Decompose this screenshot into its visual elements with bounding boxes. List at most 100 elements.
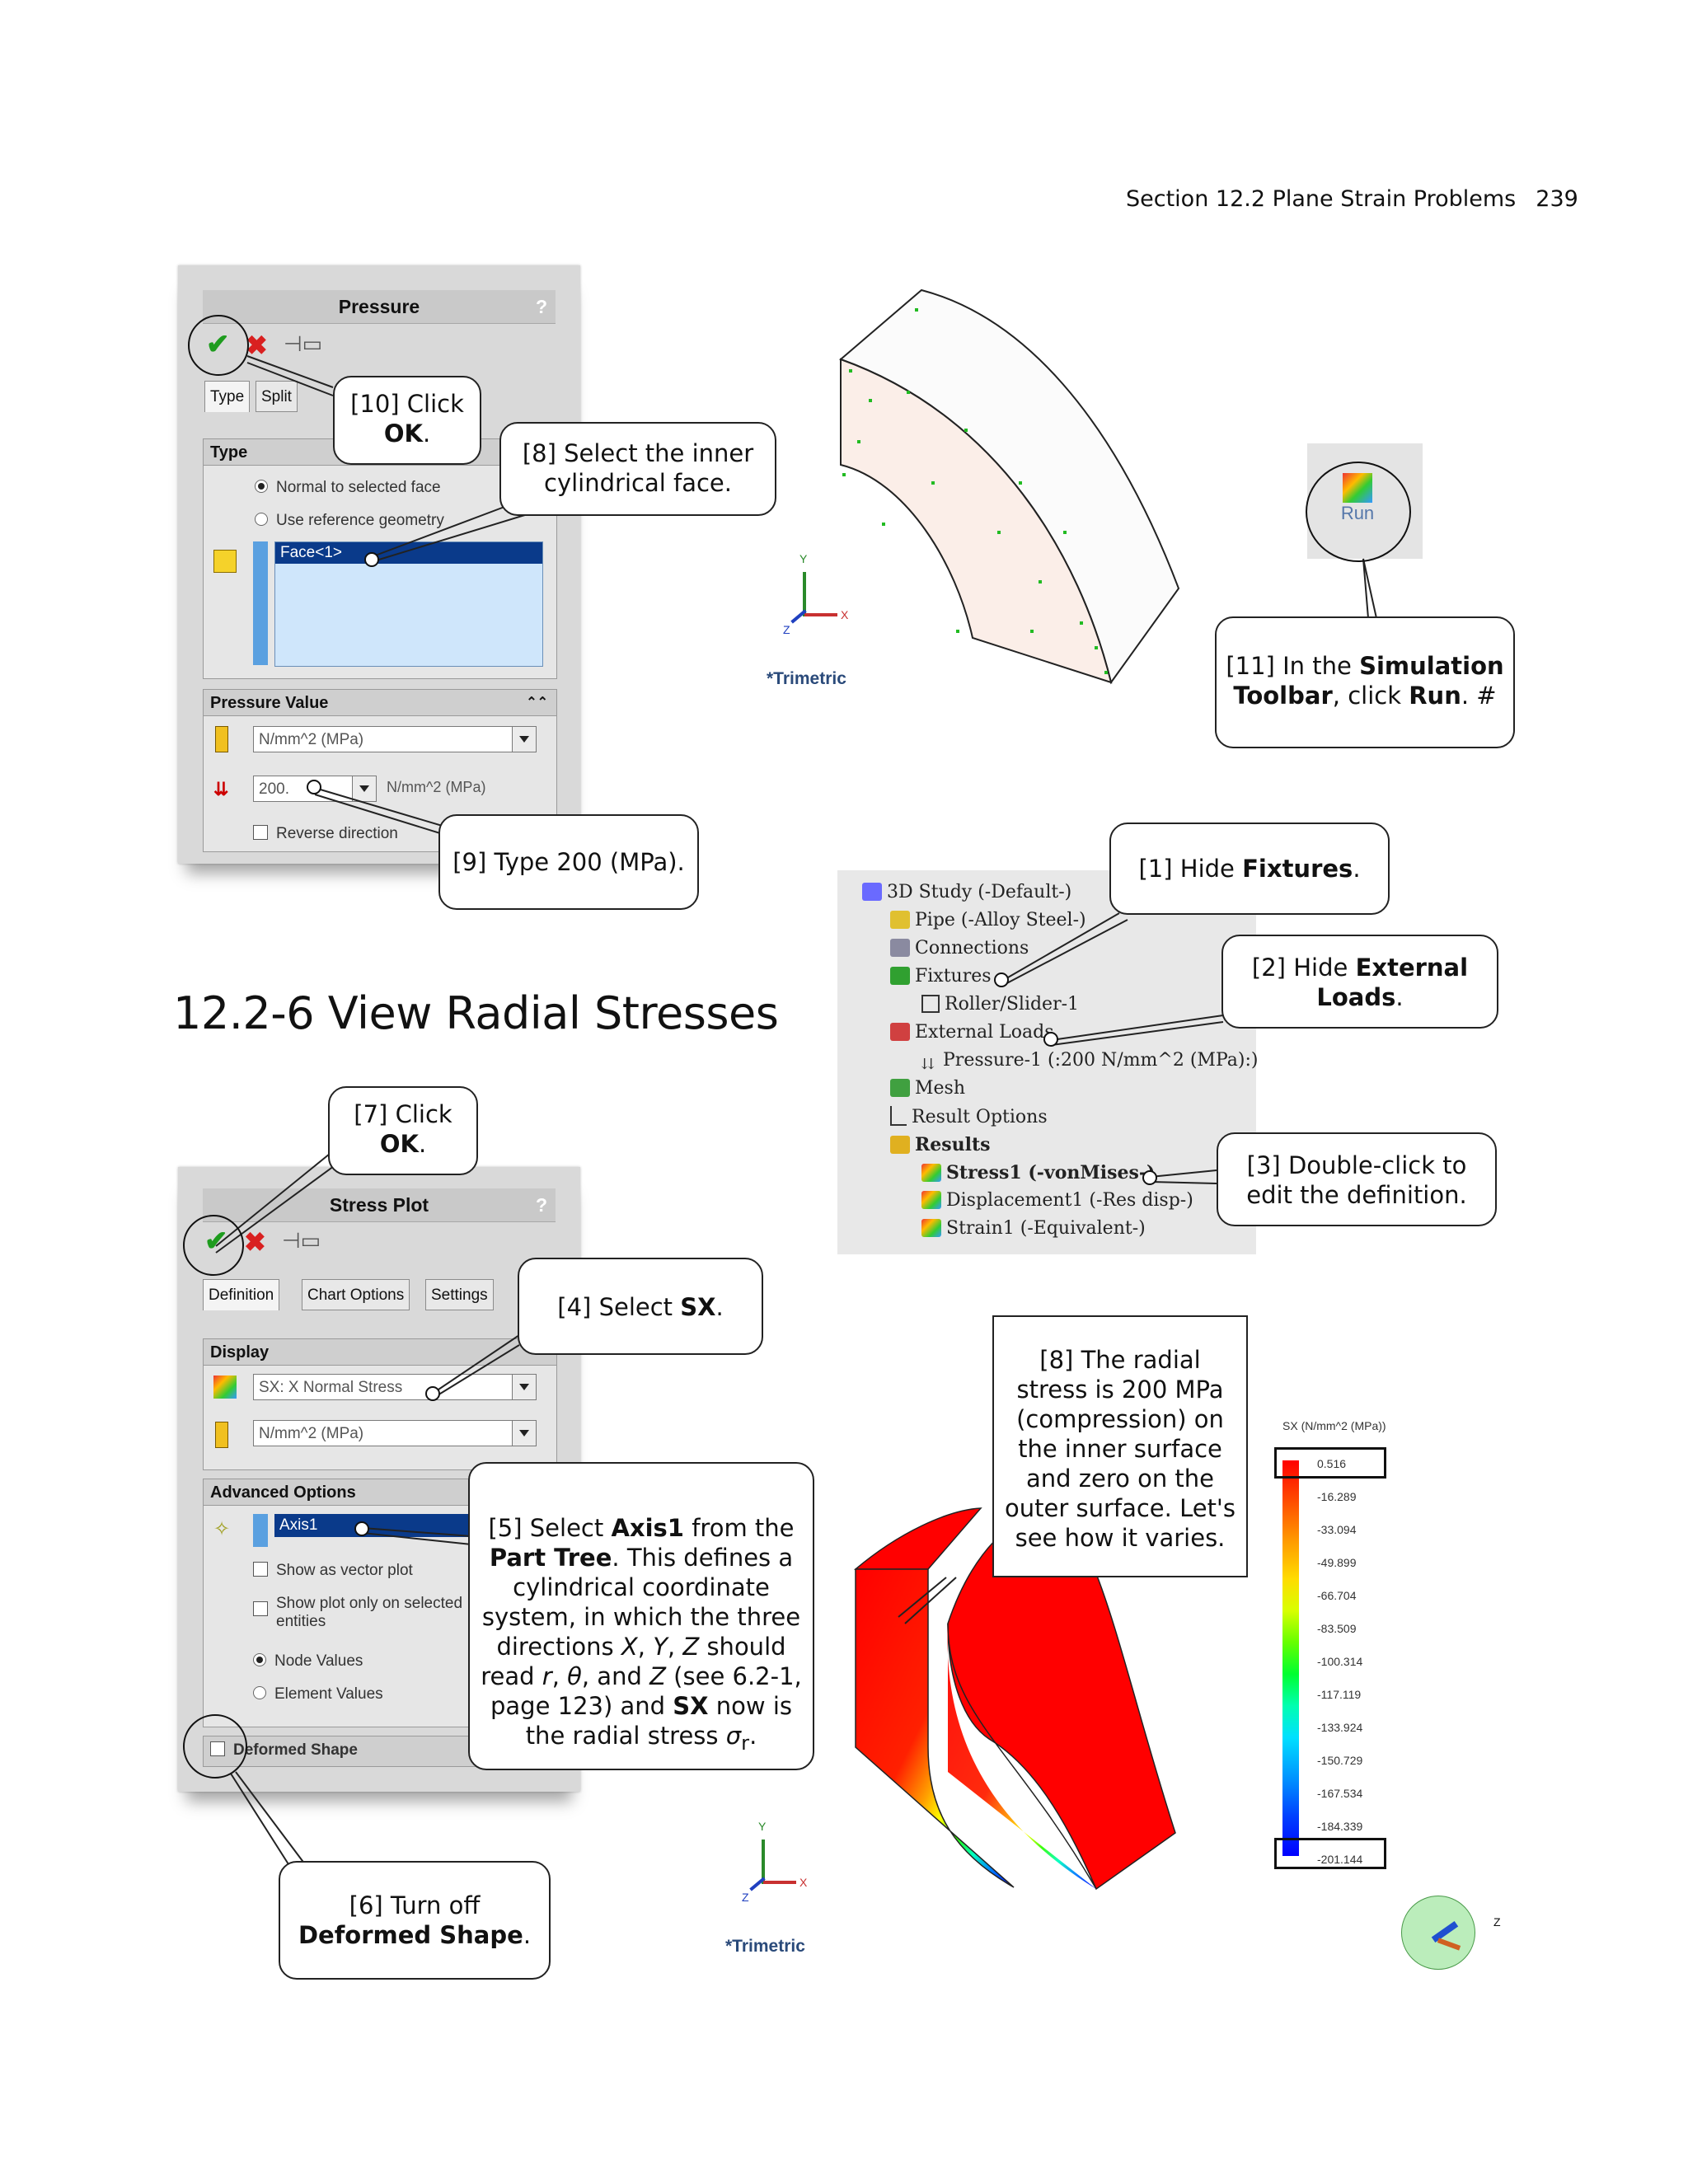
show-selected-checkbox[interactable]: Show plot only on selected entities <box>253 1595 467 1631</box>
legend-value: -66.704 <box>1317 1589 1357 1602</box>
legend-value: -184.339 <box>1317 1820 1363 1833</box>
legend-value: -16.289 <box>1317 1490 1357 1503</box>
legend-value: -167.534 <box>1317 1787 1363 1800</box>
ok-highlight-ring <box>188 315 249 376</box>
callout-pointer-dot <box>425 1386 440 1401</box>
legend-value: -33.094 <box>1317 1523 1357 1536</box>
callout-pointer-dot <box>1043 1032 1058 1047</box>
stress-component-select[interactable]: SX: X Normal Stress <box>253 1374 537 1400</box>
cancel-x-icon[interactable]: ✖ <box>246 330 268 360</box>
tree-item-stress1[interactable]: Stress1 (-vonMises-) <box>921 1162 1155 1183</box>
tree-item-results[interactable]: Results <box>890 1134 991 1155</box>
selected-face-item[interactable]: Face<1> <box>275 542 542 564</box>
pushpin-icon[interactable]: ⊣▭ <box>284 331 323 356</box>
tab-definition[interactable]: Definition <box>203 1279 280 1310</box>
pressure-arrows-icon: ⇊ <box>213 779 229 799</box>
callout-pointer-dot <box>994 972 1009 987</box>
legend-title: SX (N/mm^2 (MPa)) <box>1282 1419 1386 1432</box>
simulation-study-tree: 3D Study (-Default-) Pipe (-Alloy Steel-… <box>837 870 1259 1254</box>
radio-node-values[interactable]: Node Values <box>253 1652 363 1671</box>
collapse-icon[interactable]: ⌃⌃ <box>526 696 548 710</box>
radio-reference-geometry[interactable]: Use reference geometry <box>255 512 444 530</box>
orientation-globe-icon: Z <box>1401 1887 1501 1978</box>
tree-item-mesh[interactable]: Mesh <box>890 1078 965 1099</box>
tree-item-external-loads[interactable]: External Loads <box>890 1022 1054 1043</box>
tree-item-part[interactable]: Pipe (-Alloy Steel-) <box>890 910 1086 930</box>
tree-item-roller-slider[interactable]: Roller/Slider-1 <box>921 994 1079 1015</box>
legend-value: -117.119 <box>1317 1688 1362 1701</box>
ok-highlight-ring <box>183 1215 244 1276</box>
unit-select[interactable]: N/mm^2 (MPa) <box>253 1420 537 1446</box>
tree-item-displacement1[interactable]: Displacement1 (-Res disp-) <box>921 1190 1193 1211</box>
tree-item-fixtures[interactable]: Fixtures <box>890 966 992 987</box>
legend-value: 0.516 <box>1317 1457 1347 1470</box>
callout-8-inner-face: [8] Select the inner cylindrical face. <box>499 422 776 516</box>
pressure-unit-label: N/mm^2 (MPa) <box>387 779 486 795</box>
legend-values: 0.516 -16.289 -33.094 -49.899 -66.704 -8… <box>1301 1457 1362 1866</box>
display-group: Display SX: X Normal Stress N/mm^2 (MPa) <box>203 1338 557 1470</box>
show-vector-checkbox[interactable]: Show as vector plot <box>253 1562 413 1580</box>
radio-element-values[interactable]: Element Values <box>253 1685 383 1704</box>
callout-9: [9] Type 200 (MPa). <box>438 814 699 910</box>
view-orientation-label-bottom: *Trimetric <box>725 1937 805 1956</box>
panel-title-text: Pressure <box>338 296 420 317</box>
axis-reference-icon: ✧ <box>213 1518 231 1540</box>
legend-min-highlight <box>1274 1838 1386 1869</box>
callout-2: [2] Hide External Loads. <box>1221 935 1498 1029</box>
cancel-x-icon[interactable]: ✖ <box>244 1227 266 1257</box>
tree-item-pressure[interactable]: ⇊Pressure-1 (:200 N/mm^2 (MPa):) <box>921 1050 1259 1073</box>
legend-color-bar <box>1282 1460 1299 1856</box>
callout-11: [11] In the Simulation Toolbar, click Ru… <box>1215 616 1515 748</box>
callout-pointer-dot <box>1142 1170 1157 1185</box>
radial-stress-result-model <box>853 1507 1176 1891</box>
help-icon[interactable]: ? <box>535 1194 547 1216</box>
callout-pointer-dot <box>354 1521 369 1536</box>
header-section: Section 12.2 Plane Strain Problems <box>1126 186 1517 212</box>
legend-value: -150.729 <box>1317 1754 1363 1767</box>
faces-selection-box[interactable]: Face<1> <box>274 541 543 667</box>
tree-item-result-options[interactable]: Result Options <box>890 1106 1048 1127</box>
callout-pointer-dot <box>364 552 379 567</box>
pressure-value-header: Pressure Value⌃⌃ <box>204 690 556 716</box>
tab-type[interactable]: Type <box>204 381 251 412</box>
help-icon[interactable]: ? <box>535 296 547 317</box>
view-orientation-label-top: *Trimetric <box>767 669 846 688</box>
unit-ruler-icon <box>215 1422 228 1448</box>
tab-split[interactable]: Split <box>256 381 298 412</box>
callout-5: [5] Select Axis1 from the Part Tree. Thi… <box>468 1462 814 1770</box>
legend-value: -83.509 <box>1317 1622 1357 1635</box>
triad-axis-icon-bottom: Y X Z <box>742 1820 808 1904</box>
pushpin-icon[interactable]: ⊣▭ <box>282 1228 321 1253</box>
section-title: 12.2-6 View Radial Stresses <box>173 987 779 1039</box>
unit-ruler-icon <box>215 726 228 752</box>
tree-item-strain1[interactable]: Strain1 (-Equivalent-) <box>921 1218 1146 1239</box>
pressure-panel-title: Pressure ? <box>203 290 556 324</box>
callout-pointer-dot <box>307 780 321 794</box>
legend-value: -100.314 <box>1317 1655 1363 1668</box>
reverse-direction-checkbox[interactable]: Reverse direction <box>253 825 398 843</box>
face-selection-icon <box>213 550 237 573</box>
panel-title-text: Stress Plot <box>329 1194 429 1216</box>
selection-box-accent <box>253 541 268 665</box>
stress-plot-title: Stress Plot ? <box>203 1188 556 1222</box>
tree-item-study[interactable]: 3D Study (-Default-) <box>862 882 1071 902</box>
tab-chart-options[interactable]: Chart Options <box>302 1279 410 1310</box>
radio-normal-to-face[interactable]: Normal to selected face <box>255 479 441 497</box>
tree-item-connections[interactable]: Connections <box>890 938 1029 958</box>
tab-settings[interactable]: Settings <box>425 1279 494 1310</box>
callout-4: [4] Select SX. <box>518 1258 763 1355</box>
callout-1: [1] Hide Fixtures. <box>1109 823 1390 915</box>
unit-select[interactable]: N/mm^2 (MPa) <box>253 726 537 752</box>
callout-3: [3] Double-click to edit the definition. <box>1217 1132 1497 1226</box>
selection-box-accent <box>253 1514 268 1547</box>
legend-max-highlight <box>1274 1447 1386 1479</box>
run-highlight-ring <box>1306 462 1411 562</box>
pipe-model-top <box>839 288 1180 685</box>
callout-8-result: [8] The radial stress is 200 MPa (compre… <box>992 1315 1248 1577</box>
deformed-shape-highlight-ring <box>183 1714 247 1779</box>
